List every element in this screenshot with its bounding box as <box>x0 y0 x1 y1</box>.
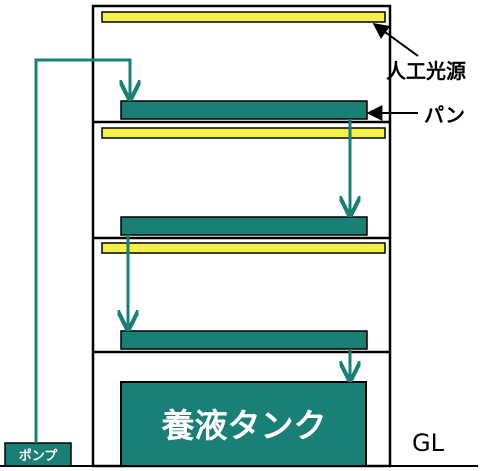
pan-label: パン <box>424 103 465 127</box>
light-source-3 <box>101 242 386 254</box>
nutrient-tank <box>120 381 367 467</box>
light-source-1 <box>101 11 386 23</box>
light-source-2 <box>101 127 386 139</box>
light-source-label: 人工光源 <box>386 59 466 83</box>
ground-level-label: GL <box>412 429 445 457</box>
pan-1 <box>120 100 368 120</box>
tank-label: 養液タンク <box>161 406 327 445</box>
pump <box>4 442 72 467</box>
riser-pipe <box>34 58 130 443</box>
pan-2 <box>120 216 368 236</box>
pan-3 <box>120 330 368 350</box>
pump-label: ポンプ <box>19 448 59 464</box>
light-source-pointer <box>372 23 419 57</box>
